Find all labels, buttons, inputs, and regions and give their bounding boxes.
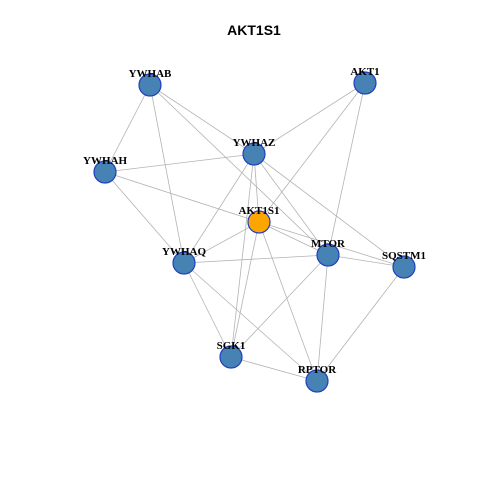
node-label: AKT1S1 [239,205,280,217]
edge-akt1s1-sgk1 [230,221,260,358]
node-mtor: MTOR [311,238,346,267]
node-label: YWHAQ [162,246,206,258]
node-circle [138,73,162,97]
edge-akt1s1-rptor [258,221,318,382]
node-label: SGK1 [217,340,246,352]
edge-akt1-mtor [327,82,366,256]
edge-ywhab-ywhah [104,84,151,173]
edge-mtor-rptor [316,254,329,382]
node-sqstm1: SQSTM1 [382,250,426,279]
edge-ywhah-ywhaq [104,171,185,264]
edge-akt1s1-ywhaq [183,221,260,264]
node-circle [305,369,329,393]
node-circle [392,255,416,279]
edge-ywhah-ywhaz [104,153,255,173]
node-circle [247,210,271,234]
edge-ywhab-mtor [149,84,329,256]
node-circle [172,251,196,275]
edge-ywhaz-sqstm1 [253,153,405,268]
edge-akt1-ywhaz [253,82,366,155]
node-circle [93,160,117,184]
node-ywhaz: YWHAZ [233,137,276,166]
edge-ywhaq-sgk1 [183,262,232,358]
edge-mtor-sgk1 [230,254,329,358]
edge-sgk1-rptor [230,356,318,382]
node-label: YWHAH [83,155,127,167]
node-ywhab: YWHAB [129,68,172,97]
edge-ywhaz-ywhaq [183,153,255,264]
node-ywhah: YWHAH [83,155,127,184]
node-label: YWHAZ [233,137,276,149]
edge-ywhaz-mtor [253,153,329,256]
node-circle [316,243,340,267]
edge-layer [104,82,405,382]
edge-akt1s1-mtor [258,221,329,256]
edge-sqstm1-rptor [316,266,405,382]
edge-ywhab-ywhaq [149,84,185,264]
node-sgk1: SGK1 [217,340,246,369]
node-label: SQSTM1 [382,250,426,262]
node-rptor: RPTOR [298,364,337,393]
node-akt1s1: AKT1S1 [239,205,280,234]
node-akt1: AKT1 [350,66,380,95]
edge-ywhaq-mtor [183,254,329,264]
node-ywhaq: YWHAQ [162,246,206,275]
node-label: YWHAB [129,68,172,80]
edge-ywhaz-sgk1 [230,153,255,358]
edge-ywhaq-rptor [183,262,318,382]
edge-ywhah-akt1s1 [104,171,260,223]
edge-mtor-sqstm1 [327,254,405,268]
node-label: MTOR [311,238,346,250]
edge-ywhab-ywhaz [149,84,255,155]
node-label: RPTOR [298,364,337,376]
edge-akt1-akt1s1 [258,82,366,223]
node-circle [219,345,243,369]
diagram-title: AKT1S1 [227,22,281,38]
node-circle [353,71,377,95]
node-label: AKT1 [350,66,379,78]
node-circle [242,142,266,166]
